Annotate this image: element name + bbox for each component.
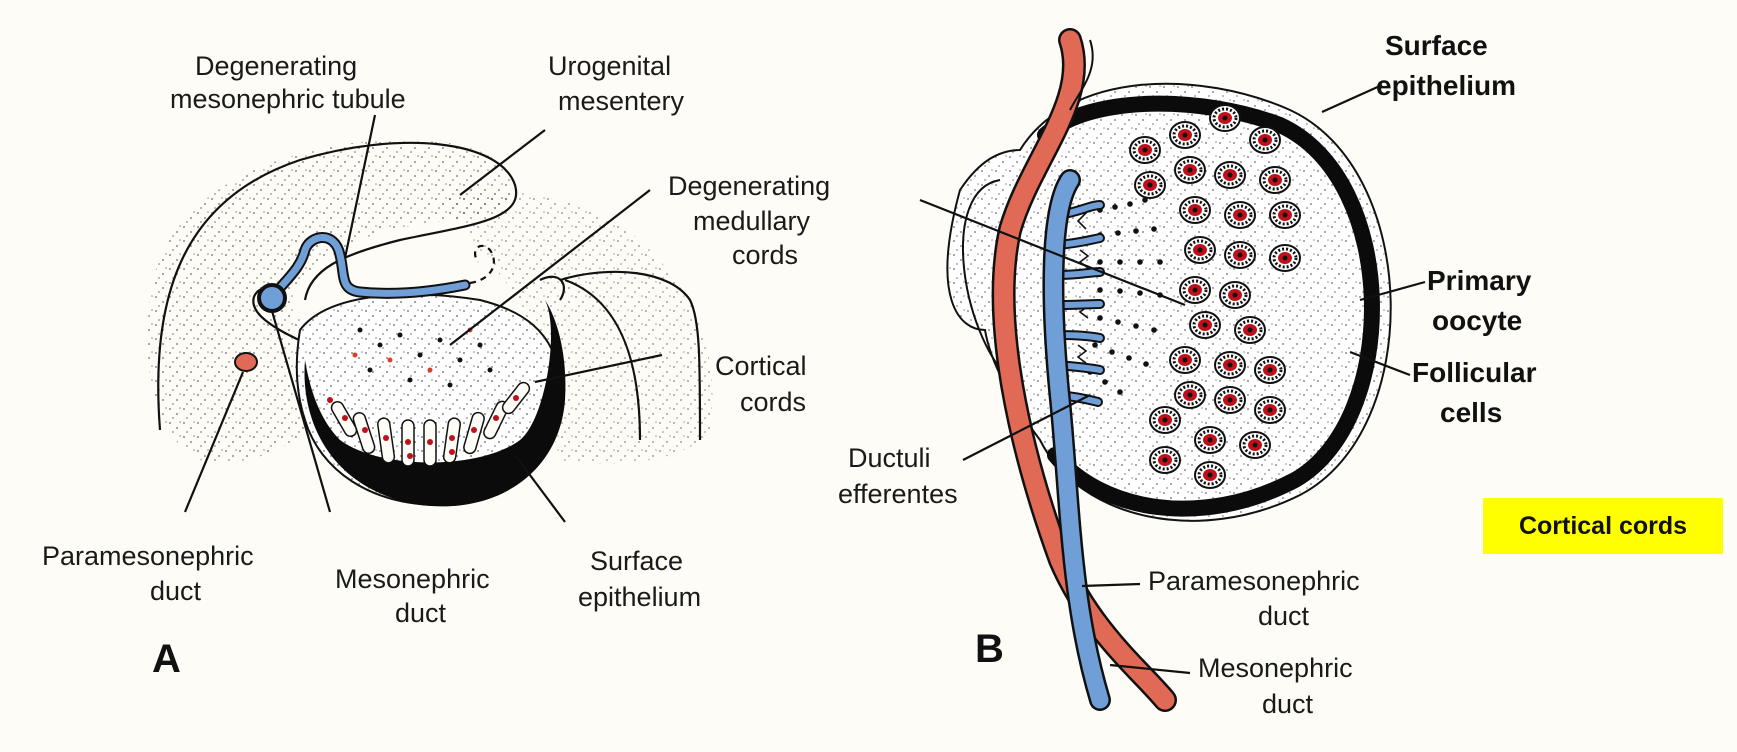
follicle (1180, 277, 1210, 303)
follicle (1135, 172, 1165, 198)
follicle (1270, 202, 1300, 228)
label-degenerating-tubule-2: mesonephric tubule (170, 84, 406, 114)
panel-letter-a: A (152, 637, 181, 681)
panel-a-figure: Degenerating mesonephric tubule Urogenit… (42, 51, 830, 681)
label-mesonephric-duct-b-2: duct (1262, 689, 1314, 719)
follicle (1130, 137, 1160, 163)
follicle (1250, 127, 1280, 153)
label-surface-epithelium-b-1: Surface (1385, 30, 1488, 61)
follicle (1215, 387, 1245, 413)
follicle (1195, 462, 1225, 488)
follicle (1240, 432, 1270, 458)
follicle (1195, 427, 1225, 453)
paramesonephric-duct-a (235, 353, 257, 371)
label-mesonephric-duct-a-1: Mesonephric (335, 564, 490, 594)
follicle (1215, 162, 1245, 188)
label-surface-epithelium-b-2: epithelium (1376, 70, 1516, 101)
label-medullary-cords-1: Degenerating (668, 171, 830, 201)
follicle (1190, 312, 1220, 338)
label-surface-epithelium-a-1: Surface (590, 546, 683, 576)
follicle (1175, 382, 1205, 408)
label-cortical-cords-2: cords (740, 387, 806, 417)
follicle (1255, 397, 1285, 423)
follicle (1170, 347, 1200, 373)
mesonephric-duct-a (259, 285, 285, 311)
follicle (1235, 317, 1265, 343)
follicle (1255, 357, 1285, 383)
label-ductuli-efferentes-1: Ductuli (848, 443, 931, 473)
label-primary-oocyte-2: oocyte (1432, 305, 1522, 336)
label-urogenital-mesentery-1: Urogenital (548, 51, 671, 81)
follicle (1220, 282, 1250, 308)
label-degenerating-tubule-1: Degenerating (195, 51, 357, 81)
follicle (1260, 167, 1290, 193)
label-paramesonephric-duct-a-2: duct (150, 576, 202, 606)
label-primary-oocyte-1: Primary (1427, 265, 1532, 296)
label-follicular-cells-2: cells (1440, 397, 1502, 428)
label-mesonephric-duct-a-2: duct (395, 598, 447, 628)
follicle (1225, 202, 1255, 228)
label-paramesonephric-duct-a-1: Paramesonephric (42, 541, 254, 571)
label-mesonephric-duct-b-1: Mesonephric (1198, 653, 1353, 683)
follicle (1170, 122, 1200, 148)
follicle (1180, 197, 1210, 223)
label-medullary-cords-2: medullary (693, 206, 811, 236)
label-paramesonephric-duct-b-2: duct (1258, 601, 1310, 631)
follicle (1150, 407, 1180, 433)
panel-letter-b: B (975, 627, 1004, 671)
label-surface-epithelium-a-2: epithelium (578, 582, 701, 612)
label-medullary-cords-3: cords (732, 240, 798, 270)
label-cortical-cords-1: Cortical (715, 351, 807, 381)
follicle (1225, 242, 1255, 268)
follicle (1175, 157, 1205, 183)
follicle (1150, 447, 1180, 473)
follicle (1270, 245, 1300, 271)
label-urogenital-mesentery-2: mesentery (558, 86, 685, 116)
follicle (1215, 352, 1245, 378)
label-paramesonephric-duct-b-1: Paramesonephric (1148, 566, 1360, 596)
label-ductuli-efferentes-2: efferentes (838, 479, 958, 509)
label-follicular-cells-1: Follicular (1412, 357, 1537, 388)
highlight-label: Cortical cords (1483, 498, 1723, 554)
follicle (1185, 237, 1215, 263)
follicle (1210, 105, 1240, 131)
panel-b-figure: Surface epithelium Primary oocyte Follic… (838, 30, 1537, 719)
